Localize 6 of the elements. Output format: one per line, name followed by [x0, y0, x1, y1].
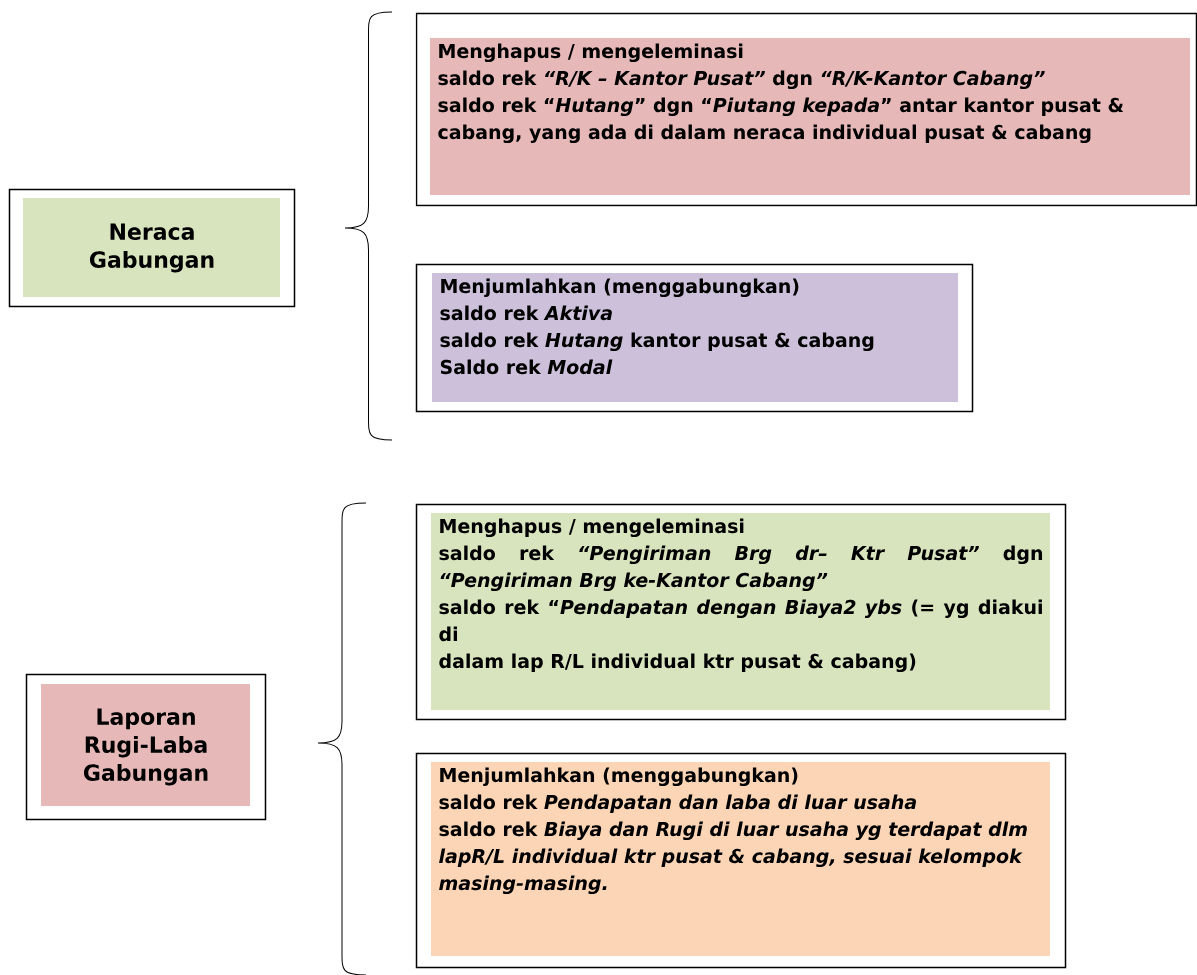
text-box: Neraca Gabungan	[8, 188, 296, 308]
text-box: Laporan Rugi-Laba Gabungan	[25, 673, 267, 821]
text-box: Menghapus / mengeleminasi saldo rek “Pengiriman Brg dr– Ktr Pusat” dgn “Pengiriman Brg ke-Kantor Cabang” saldo rek “Pendapatan dengan Biaya2 ybs (= yg diakui di dalam lap R/L individual ktr pusat & cabang)	[415, 503, 1067, 721]
text-box: Menjumlahkan (menggabungkan) saldo rek Aktiva saldo rek Hutang kantor pusat & cabang Saldo rek Modal	[415, 263, 974, 413]
text-box: Menjumlahkan (menggabungkan) saldo rek Pendapatan dan laba di luar usaha saldo rek Biaya dan Rugi di luar usaha yg terdapat dlm lapR/L individual ktr pusat & cabang, sesuai kelompok masing-masing.	[415, 752, 1067, 969]
text-box: Menghapus / mengeleminasi saldo rek “R/K – Kantor Pusat” dgn “R/K-Kantor Cabang” saldo rek “Hutang” dgn “Piutang kepada” antar kantor pusat & cabang, yang ada di dalam neraca individual pusat & cabang	[415, 12, 1197, 207]
